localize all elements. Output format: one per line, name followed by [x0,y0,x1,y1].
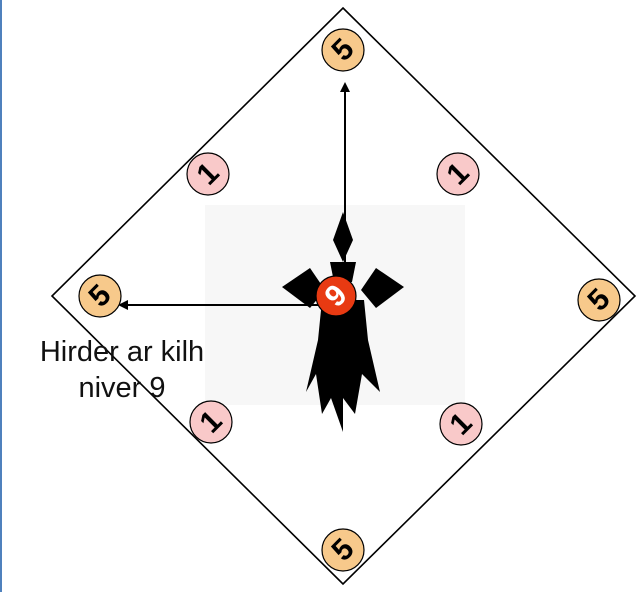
left-accent-rule [0,0,2,592]
caption-label: Hirder ar kilh niver 9 [6,334,238,406]
center-pin: 9 [315,275,357,317]
caption-line-2: niver 9 [78,372,166,404]
edge-pin-lower-right: 1 [439,402,483,446]
edge-pin-lower-left: 1 [189,400,233,444]
corner-pin-right: 5 [577,278,621,322]
corner-pin-top: 5 [321,28,365,72]
caption-line-1: Hirder ar kilh [39,336,205,368]
ermine-spot-icon [282,212,404,432]
edge-pin-upper-left: 1 [186,152,230,196]
diamond-board [50,6,637,586]
corner-pin-left: 5 [78,274,122,318]
corner-pin-bottom: 5 [321,528,365,572]
edge-pin-upper-right: 1 [436,152,480,196]
